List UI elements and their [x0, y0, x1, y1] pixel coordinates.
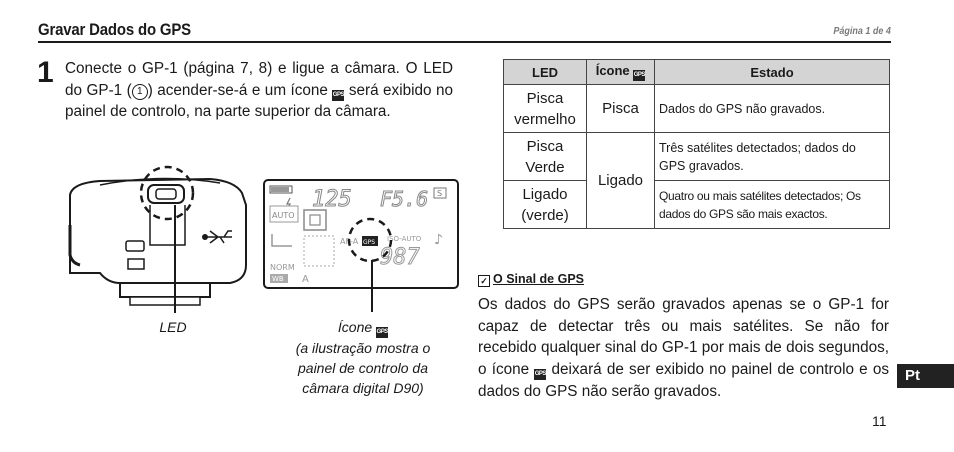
- table-row: Ligado (verde) Quatro ou mais satélites …: [503, 180, 890, 229]
- icon-caption-prefix: Ícone: [337, 319, 373, 335]
- header-status: Estado: [654, 59, 890, 85]
- lcd-s: S: [437, 189, 442, 198]
- circled-reference: 1: [131, 83, 148, 100]
- lcd-auto: AUTO: [272, 211, 295, 220]
- step-text-c: será exibido no painel de controlo, na p…: [65, 81, 453, 121]
- page-indicator: Página 1 de 4: [833, 26, 891, 37]
- icon-caption: Ícone GPS (a ilustração mostra o painel d…: [278, 317, 448, 398]
- note-text: Os dados do GPS serão gravados apenas se…: [478, 296, 890, 400]
- control-panel-illustration: 125 F5.6 S AUTO AF-A GPS ISO-AUTO ♪ 987 …: [263, 179, 459, 312]
- cell-status: Quatro ou mais satélites detectados; Os …: [654, 180, 890, 229]
- step-text: Conecte o GP-1 (página 7, 8) e ligue a c…: [65, 58, 453, 123]
- language-tab: Pt: [897, 364, 954, 388]
- led-caption: LED: [159, 319, 187, 335]
- title-rule: [38, 41, 891, 43]
- header-led: LED: [503, 59, 587, 85]
- page-number: 11: [872, 413, 887, 429]
- cell-status: Três satélites detectados; dados do GPS …: [654, 132, 890, 181]
- gps-icon: GPS: [633, 70, 645, 81]
- icon-caption-detail: (a ilustração mostra o painel de control…: [295, 340, 431, 396]
- gps-icon: GPS: [534, 369, 546, 381]
- lcd-norm: NORM: [270, 263, 295, 272]
- gp1-device-illustration: [68, 165, 247, 313]
- cell-led: Ligado (verde): [503, 180, 587, 229]
- step-text-b: ) acender-se-á e um ícone: [147, 81, 328, 99]
- cell-led: Pisca vermelho: [503, 84, 587, 133]
- step-text-a: Conecte o GP-1 (página 7, 8) e ligue a c…: [65, 60, 453, 99]
- cell-led: Pisca Verde: [503, 132, 587, 181]
- lcd-shutter: 125: [312, 187, 352, 212]
- lcd-count: 987: [380, 245, 420, 270]
- table-row: Pisca vermelho Pisca Dados do GPS não gr…: [503, 84, 890, 133]
- page-title: Gravar Dados do GPS: [38, 20, 191, 39]
- cell-icon: Ligado: [586, 132, 655, 229]
- lcd-wb: WB: [272, 275, 284, 283]
- header-icon: Ícone GPS: [586, 59, 655, 85]
- lcd-aperture: F5.6: [380, 187, 428, 211]
- cell-icon: Pisca: [586, 84, 655, 133]
- gps-icon: GPS: [376, 327, 388, 338]
- gps-status-table: LED Ícone GPS Estado Pisca vermelho Pisc…: [503, 59, 890, 229]
- lcd-gps-icon: GPS: [363, 239, 375, 246]
- gps-icon: GPS: [332, 89, 344, 101]
- lcd-iso-auto: ISO-AUTO: [387, 235, 422, 243]
- table-header-row: LED Ícone GPS Estado: [503, 59, 890, 85]
- table-row: Pisca Verde Ligado Três satélites detect…: [503, 132, 890, 229]
- check-icon: ✓: [478, 275, 490, 287]
- cell-status: Dados do GPS não gravados.: [654, 84, 890, 133]
- lcd-a: A: [302, 274, 309, 285]
- music-note-icon: ♪: [434, 232, 443, 248]
- step-number: 1: [37, 56, 54, 89]
- note-heading: ✓O Sinal de GPS: [478, 272, 584, 287]
